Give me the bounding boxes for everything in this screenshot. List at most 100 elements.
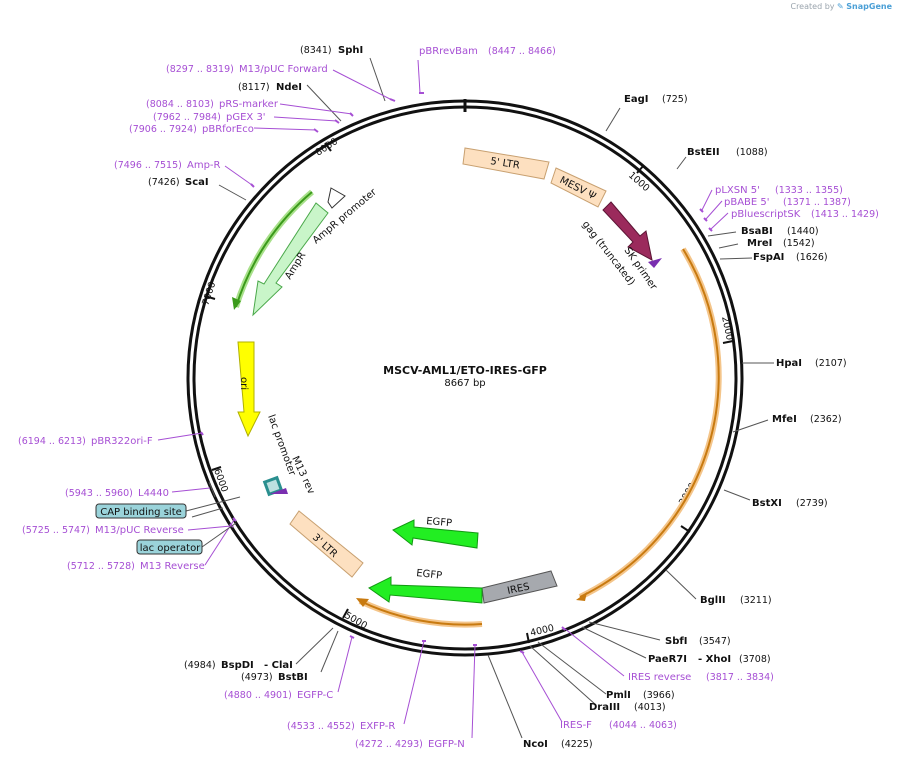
primer-m13puc-reverse-pos: (5725 .. 5747) [22,525,90,536]
feature-5ltr[interactable]: 5' LTR [462,147,550,180]
primer-ires-reverse[interactable]: IRES reverse [628,672,691,683]
enzyme-bstxi-pos: (2739) [796,498,828,509]
feature-ampr[interactable]: AmpR [252,202,329,317]
enzyme-scai-pos: (7426) [148,177,180,188]
orange-arc-lower-line [359,600,483,626]
primer-pbrrevbam[interactable]: pBRrevBam [419,46,478,57]
primer-exfp-r-pos: (4533 .. 4552) [287,721,355,732]
primer-pbrrevbam-pos: (8447 .. 8466) [488,46,556,57]
enzyme-bsabi[interactable]: BsaBI [741,226,773,237]
feature-ori[interactable]: ori [237,341,261,438]
feature-egfp-main[interactable]: EGFP [368,568,483,604]
primer-egfp-n[interactable]: EGFP-N [428,739,465,750]
primer-plxsn5[interactable]: pLXSN 5' [715,185,760,196]
green-arc-ampr-line [235,191,313,308]
enzyme-sphi-pos: (8341) [300,45,332,56]
enzyme-clai[interactable]: - ClaI [264,660,293,671]
enzyme-ndei-pos: (8117) [238,82,270,93]
primer-pbr322ori-f-pos: (6194 .. 6213) [18,436,86,447]
boxed-lac-operator[interactable]: lac operator [136,522,237,555]
enzyme-bglii-pos: (3211) [740,595,772,606]
snapgene-logo-icon: ✎ [837,2,844,11]
plasmid-name: MSCV-AML1/ETO-IRES-GFP [383,364,547,377]
feature-egfp-small-label: EGFP [426,516,453,529]
enzyme-ncoi[interactable]: NcoI [523,739,548,750]
enzyme-bspdi-pos: (4984) [184,660,216,671]
enzyme-bglii[interactable]: BglII [700,595,726,606]
feature-lac-promoter-label: lac promoter [265,413,298,478]
primer-pbabe5[interactable]: pBABE 5' [724,197,770,208]
primer-amp-r[interactable]: Amp-R [187,160,221,171]
primer-pbrforeco-pos: (7906 .. 7924) [129,124,197,135]
orange-arc-orf [578,247,722,600]
enzyme-xhoi[interactable]: - XhoI [698,654,731,665]
primer-pbluescriptsk-pos: (1413 .. 1429) [811,209,879,220]
feature-3ltr[interactable]: 3' LTR [289,510,364,578]
primer-m13-reverse[interactable]: M13 Reverse [140,561,205,572]
primer-m13puc-reverse[interactable]: M13/pUC Reverse [95,525,184,536]
enzyme-paer7i[interactable]: PaeR7I [648,654,687,665]
primer-ires-reverse-pos: (3817 .. 3834) [706,672,774,683]
tick-1000: 1000 [626,170,651,194]
feature-mesv-psi[interactable]: MESV Ψ [550,167,607,208]
green-arc-head [232,297,241,310]
enzyme-ndei[interactable]: NdeI [276,82,302,93]
enzyme-mrei[interactable]: MreI [747,238,772,249]
primer-m13-reverse-pos: (5712 .. 5728) [67,561,135,572]
enzyme-hpai[interactable]: HpaI [776,358,802,369]
enzyme-scai[interactable]: ScaI [185,177,209,188]
ticks [204,142,734,644]
enzyme-leaders [191,57,774,739]
enzyme-bstbi[interactable]: BstBI [278,672,308,683]
plasmid-length: 8667 bp [444,378,485,389]
enzyme-sbfi[interactable]: SbfI [665,636,687,647]
feature-5ltr-label: 5' LTR [490,156,521,171]
enzyme-mfei-pos: (2362) [810,414,842,425]
primer-ires-f-pos: (4044 .. 4063) [609,720,677,731]
primer-prs-marker-pos: (8084 .. 8103) [146,99,214,110]
enzyme-sbfi-pos: (3547) [699,636,731,647]
enzyme-draiii-pos: (4013) [634,702,666,713]
primer-pbrforeco[interactable]: pBRforEco [202,124,254,135]
enzyme-fspai-pos: (1626) [796,252,828,263]
primer-l4440[interactable]: L4440 [138,488,169,499]
enzyme-bsteii[interactable]: BstEII [687,147,720,158]
feature-ires-label: IRES [506,581,530,596]
primer-egfp-c[interactable]: EGFP-C [297,690,333,701]
enzyme-bspdi[interactable]: BspDI [221,660,254,671]
primer-egfp-n-pos: (4272 .. 4293) [355,739,423,750]
primer-prs-marker[interactable]: pRS-marker [219,99,279,110]
primer-pbluescriptsk[interactable]: pBluescriptSK [731,209,801,220]
enzyme-mfei[interactable]: MfeI [772,414,797,425]
credit-brand: SnapGene [846,2,892,11]
orange-arc-lower-head [356,598,369,607]
primer-pgex3[interactable]: pGEX 3' [226,112,266,123]
feature-ori-label: ori [238,377,249,390]
feature-lac-promoter[interactable]: lac promoter [262,413,298,497]
boxed-cap-binding-site[interactable]: CAP binding site [95,496,241,519]
primer-amp-r-pos: (7496 .. 7515) [114,160,182,171]
tick-4000: 4000 [529,623,555,639]
tick-2000: 2000 [719,315,735,341]
primer-m13puc-fwd[interactable]: M13/pUC Forward [239,64,328,75]
enzyme-ncoi-pos: (4225) [561,739,593,750]
primer-exfp-r[interactable]: EXFP-R [360,721,395,732]
primer-pbr322ori-f[interactable]: pBR322ori-F [91,436,153,447]
primer-ires-f[interactable]: IRES-F [560,720,592,731]
enzyme-eagi[interactable]: EagI [624,94,648,105]
snapgene-credit: Created by ✎ SnapGene [790,2,892,11]
enzyme-draiii[interactable]: DraIII [589,702,620,713]
enzyme-bstxi[interactable]: BstXI [752,498,782,509]
enzyme-sphi[interactable]: SphI [338,45,363,56]
enzyme-pmli[interactable]: PmlI [606,690,631,701]
enzyme-bsteii-pos: (1088) [736,147,768,158]
cap-binding-site-label: CAP binding site [100,507,182,518]
enzyme-labels: EagI (725) BstEII (1088) BsaBI (1440) Mr… [148,45,847,750]
credit-prefix: Created by [790,2,835,11]
feature-egfp-small[interactable]: EGFP [392,516,479,549]
enzyme-bstbi-pos: (4973) [241,672,273,683]
primer-labels: pBRrevBam (8447 .. 8466) M13/pUC Forward… [18,46,879,750]
feature-ires[interactable]: IRES [481,570,558,604]
enzyme-fspai[interactable]: FspAI [753,252,784,263]
